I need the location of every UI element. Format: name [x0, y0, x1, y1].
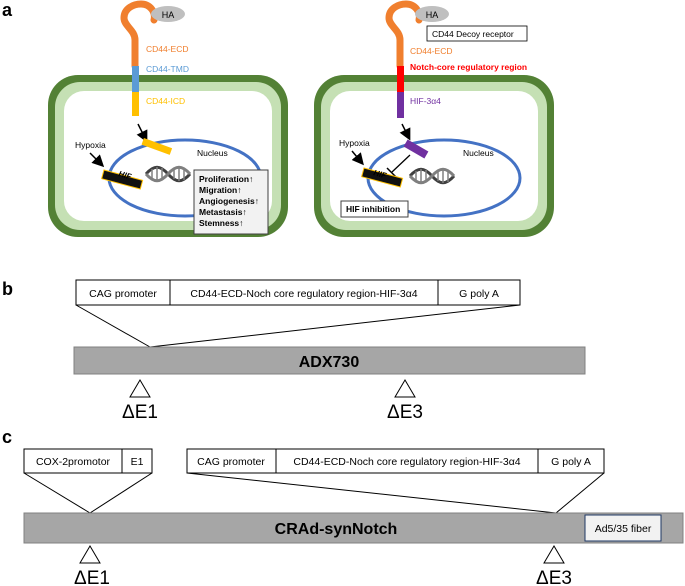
left-hif-bar	[101, 169, 144, 190]
b-cassette-promoter-box	[75, 279, 171, 306]
b-insert-line-left	[75, 304, 151, 348]
left-ecd-hook	[120, 0, 158, 70]
panel-c-label: c	[2, 427, 12, 447]
c-vector-bar	[23, 512, 684, 544]
c-right-promoter: CAG promoter	[197, 456, 265, 468]
c-right-gene: CD44-ECD-Noch core regulatory region-HIF…	[293, 456, 520, 468]
right-inhibition-label: HIF inhibition	[346, 204, 400, 214]
left-icd-arrow	[136, 123, 148, 143]
left-hypoxia-arrow	[89, 152, 105, 168]
left-hypoxia-label: Hypoxia	[75, 140, 106, 150]
c-delta-e1-label: ΔE1	[74, 568, 110, 586]
right-ecd-label: CD44-ECD	[410, 46, 453, 56]
c-left-promoter: COX-2promotor	[36, 456, 111, 468]
left-ha-label: HA	[162, 10, 175, 20]
right-hif3-label: HIF-3α4	[410, 96, 441, 106]
b-vector-bar	[73, 346, 586, 375]
left-effect-3: Metastasis↑	[199, 207, 247, 217]
b-cassette-polya: G poly A	[459, 288, 499, 300]
right-hif-bar	[361, 167, 404, 188]
left-effect-2: Angiogenesis↑	[199, 196, 259, 206]
left-icd-label: CD44-ICD	[146, 96, 185, 106]
right-dna-icon	[408, 167, 456, 185]
right-decoy-label: CD44 Decoy receptor	[432, 29, 514, 39]
left-ecd-label: CD44-ECD	[146, 44, 189, 54]
b-vector-label: ADX730	[299, 354, 360, 371]
left-dna-icon	[144, 165, 192, 183]
left-effect-0: Proliferation↑	[199, 174, 253, 184]
right-hypoxia-label: Hypoxia	[339, 138, 370, 148]
c-vector-label: CRAd-synNotch	[275, 521, 398, 538]
right-cell: HA CD44 Decoy receptor CD44-ECD Notch-co…	[314, 0, 554, 237]
right-ha-ellipse	[415, 6, 449, 22]
left-tmd-label: CD44-TMD	[146, 64, 189, 74]
c-right-polya-box	[537, 448, 605, 474]
b-delta-e3-label: ΔE3	[387, 402, 423, 423]
left-tmd-segment	[132, 66, 139, 92]
right-inhibition-bar	[386, 167, 397, 178]
b-cassette-gene-box	[169, 279, 439, 306]
right-ecd-hook	[385, 0, 423, 70]
right-decoy-box	[426, 25, 528, 42]
c-left-insert-line-b	[89, 472, 153, 514]
b-cassette-gene: CD44-ECD-Noch core regulatory region-HIF…	[190, 288, 417, 300]
right-hypoxia-arrow	[351, 150, 364, 166]
c-right-gene-box	[275, 448, 539, 474]
right-inhibition-line	[391, 154, 411, 173]
panel-b-label: b	[2, 279, 13, 299]
right-nucleus-label: Nucleus	[463, 148, 494, 158]
right-hif-label: HIF	[372, 168, 388, 180]
b-cassette-promoter: CAG promoter	[89, 288, 157, 300]
c-delta-e3-triangle	[543, 545, 565, 564]
b-delta-e1-label: ΔE1	[122, 402, 158, 423]
left-cleaved-icd	[141, 138, 173, 155]
left-effect-1: Migration↑	[199, 185, 242, 195]
c-left-insert-line-a	[23, 472, 91, 514]
c-right-insert-line-a	[186, 472, 557, 514]
right-cell-cytoplasm	[330, 91, 538, 221]
right-notch-segment	[397, 66, 404, 92]
right-hif3-segment	[397, 92, 404, 118]
c-fiber-label: Ad5/35 fiber	[595, 523, 652, 535]
b-cassette-polya-box	[437, 279, 521, 306]
b-insert-line-right	[149, 304, 521, 348]
c-left-e1: E1	[131, 456, 144, 468]
right-ha-label: HA	[426, 10, 439, 20]
left-ha-ellipse	[151, 6, 185, 22]
c-right-promoter-box	[186, 448, 277, 474]
b-delta-e3-triangle	[394, 379, 416, 398]
panel-a-label: a	[2, 0, 13, 20]
c-right-polya: G poly A	[551, 456, 591, 468]
c-delta-e3-label: ΔE3	[536, 568, 572, 586]
right-hif3-arrow	[399, 123, 411, 141]
left-nucleus-label: Nucleus	[197, 148, 228, 158]
b-delta-e1-triangle	[129, 379, 151, 398]
left-icd-segment	[132, 92, 139, 116]
right-cleaved-hif3	[403, 139, 429, 159]
left-effect-4: Stemness↑	[199, 218, 243, 228]
left-effects-box	[193, 169, 269, 235]
right-inhibition-box	[340, 200, 409, 218]
c-left-e1-box	[121, 448, 153, 474]
right-notch-label: Notch-core regulatory region	[410, 62, 527, 72]
c-delta-e1-triangle	[79, 545, 101, 564]
left-cell: HA CD44-ECD CD44-TMD CD44-ICD Nucleus Hy…	[48, 0, 288, 237]
left-hif-label: HIF	[117, 169, 133, 181]
c-fiber-box	[584, 514, 662, 542]
c-right-insert-line-b	[555, 472, 605, 514]
